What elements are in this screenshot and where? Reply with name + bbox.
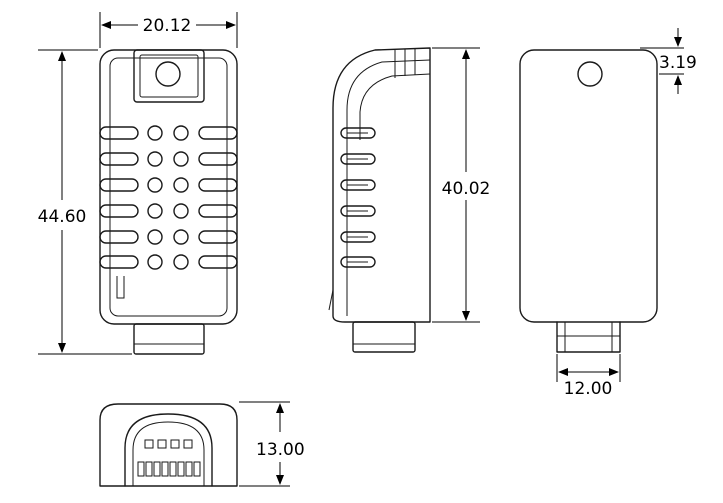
top-lens <box>155 61 181 87</box>
vent-slot-left <box>99 126 139 140</box>
vent-slot-left <box>99 204 139 218</box>
label-front-width: 20.12 <box>143 16 192 36</box>
vent-slot-right <box>198 204 238 218</box>
label-connector-width: 12.00 <box>564 379 613 399</box>
vent-hole <box>173 151 189 167</box>
vent-slot-right <box>198 255 238 269</box>
bottom-body <box>99 403 238 487</box>
label-front-height: 44.60 <box>38 207 87 227</box>
vent-slot-left <box>99 255 139 269</box>
vent-slot-left <box>99 152 139 166</box>
front-connector <box>133 323 205 355</box>
tooth <box>161 461 169 477</box>
dimension-bottom-height: 13.00 <box>239 401 305 487</box>
vent-hole <box>147 229 163 245</box>
tooth <box>177 461 185 477</box>
label-bottom-height: 13.00 <box>256 440 305 460</box>
side-fin <box>340 179 376 191</box>
front-body <box>99 49 238 325</box>
tooth <box>169 461 177 477</box>
vent-hole <box>147 177 163 193</box>
vent-slot-left <box>99 178 139 192</box>
vent-slots <box>99 126 238 269</box>
side-fin <box>340 205 376 217</box>
dimension-connector: 12.00 <box>556 354 621 399</box>
dimension-hole: 3.19 <box>640 28 697 94</box>
dimension-front-width: 20.12 <box>99 12 238 48</box>
pin <box>183 439 193 449</box>
label-hole-diameter: 3.19 <box>659 53 697 73</box>
side-view <box>328 47 431 353</box>
back-connector <box>556 321 621 353</box>
back-body <box>519 49 658 323</box>
vent-hole <box>147 254 163 270</box>
vent-hole <box>173 125 189 141</box>
pin <box>144 439 154 449</box>
dimension-front-height: 44.60 <box>38 49 132 355</box>
tooth <box>193 461 201 477</box>
vent-slot-right <box>198 178 238 192</box>
side-connector <box>352 321 416 353</box>
side-fin <box>340 256 376 268</box>
front-view <box>99 49 238 355</box>
vent-slot-right <box>198 230 238 244</box>
tooth <box>185 461 193 477</box>
vent-hole <box>147 151 163 167</box>
vent-slot-left <box>99 230 139 244</box>
label-side-height: 40.02 <box>442 179 491 199</box>
side-fin <box>340 231 376 243</box>
side-fin <box>340 127 376 139</box>
dimension-side-height: 40.02 <box>432 47 491 323</box>
connector-pins <box>144 439 193 449</box>
vent-slot-right <box>198 152 238 166</box>
tooth <box>153 461 161 477</box>
vent-hole <box>173 177 189 193</box>
vent-holes <box>147 125 189 270</box>
mount-hole <box>577 61 603 87</box>
vent-hole <box>147 203 163 219</box>
side-body <box>332 47 431 323</box>
tooth <box>145 461 153 477</box>
vent-slot-right <box>198 126 238 140</box>
side-fin <box>340 153 376 165</box>
back-view <box>519 49 658 353</box>
top-window <box>133 49 205 103</box>
tooth <box>137 461 145 477</box>
vent-hole <box>147 125 163 141</box>
pin <box>157 439 167 449</box>
bottom-view <box>99 403 238 487</box>
vent-hole <box>173 203 189 219</box>
vent-hole <box>173 254 189 270</box>
pin <box>170 439 180 449</box>
vent-hole <box>173 229 189 245</box>
side-fins <box>340 127 376 268</box>
bottom-teeth <box>137 461 201 477</box>
